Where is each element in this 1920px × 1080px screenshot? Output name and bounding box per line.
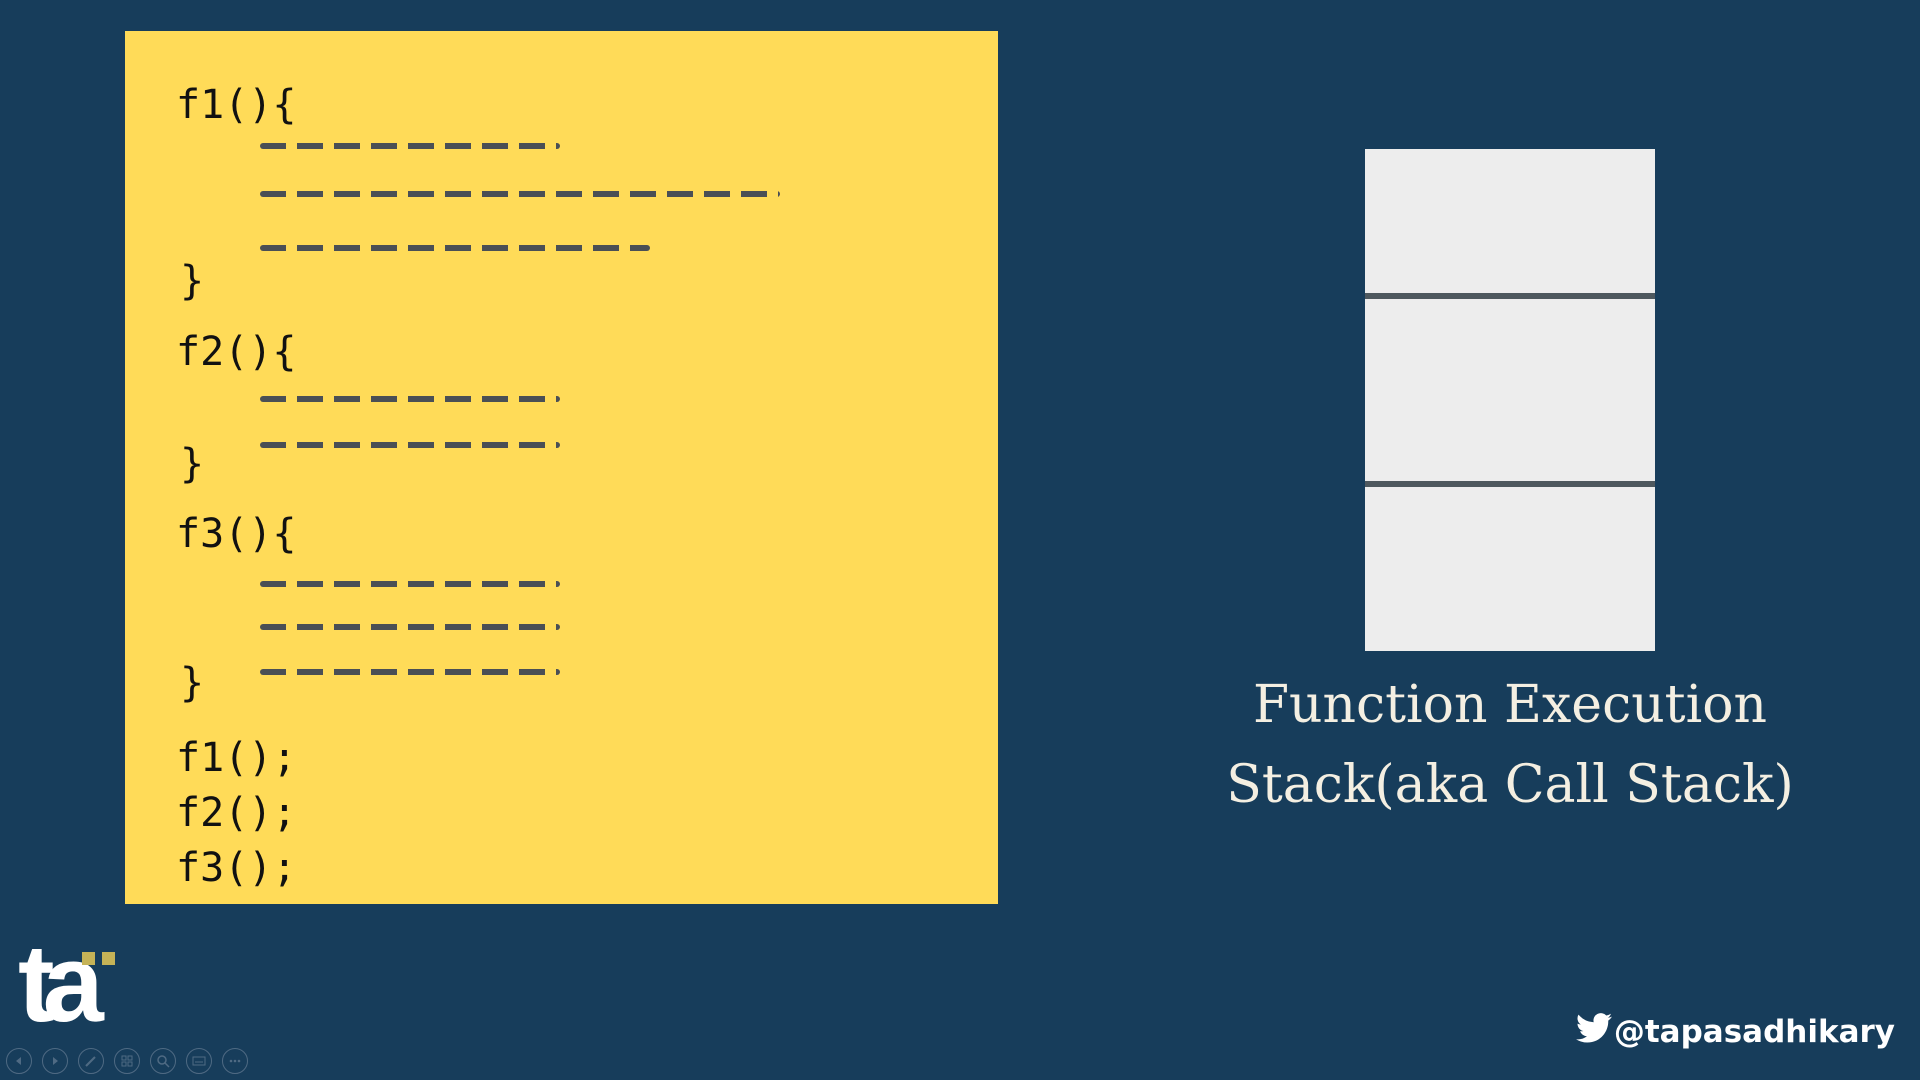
placeholder-code-line xyxy=(260,245,650,251)
slideshow-controls xyxy=(6,1048,248,1074)
zoom-icon[interactable] xyxy=(150,1048,176,1074)
code-panel: f1(){ } f2(){ } f3(){ } f1(); f2(); f3()… xyxy=(125,31,998,904)
twitter-handle-text: @tapasadhikary xyxy=(1613,1014,1895,1050)
twitter-handle: @tapasadhikary xyxy=(1575,1013,1895,1051)
placeholder-code-line xyxy=(260,143,560,149)
placeholder-code-line xyxy=(260,581,560,587)
call-f2: f2(); xyxy=(176,790,297,836)
f1-header: f1(){ xyxy=(176,82,297,128)
logo-dot xyxy=(82,952,95,965)
f3-header: f3(){ xyxy=(176,511,297,557)
subtitles-icon[interactable] xyxy=(186,1048,212,1074)
call-f1: f1(); xyxy=(176,735,297,781)
f1-close-brace: } xyxy=(180,258,205,304)
placeholder-code-line xyxy=(260,624,560,630)
slides-icon[interactable] xyxy=(114,1048,140,1074)
stack-frame-divider xyxy=(1365,481,1655,487)
logo: ta xyxy=(18,922,128,1050)
stack-frame-divider xyxy=(1365,293,1655,299)
prev-icon[interactable] xyxy=(6,1048,32,1074)
more-icon[interactable] xyxy=(222,1048,248,1074)
f3-close-brace: } xyxy=(180,660,205,706)
call-stack-box xyxy=(1365,149,1655,651)
logo-text: ta xyxy=(18,922,104,1045)
stack-caption: Function Execution Stack(aka Call Stack) xyxy=(1210,665,1810,825)
logo-dot xyxy=(102,952,115,965)
call-f3: f3(); xyxy=(176,845,297,891)
placeholder-code-line xyxy=(260,669,560,675)
f2-close-brace: } xyxy=(180,441,205,487)
placeholder-code-line xyxy=(260,396,560,402)
pen-icon[interactable] xyxy=(78,1048,104,1074)
stack-caption-line2: Stack(aka Call Stack) xyxy=(1226,755,1794,815)
f2-header: f2(){ xyxy=(176,329,297,375)
placeholder-code-line xyxy=(260,191,780,197)
next-icon[interactable] xyxy=(42,1048,68,1074)
placeholder-code-line xyxy=(260,442,560,448)
stack-caption-line1: Function Execution xyxy=(1252,675,1768,735)
twitter-bird-icon xyxy=(1575,1013,1612,1051)
